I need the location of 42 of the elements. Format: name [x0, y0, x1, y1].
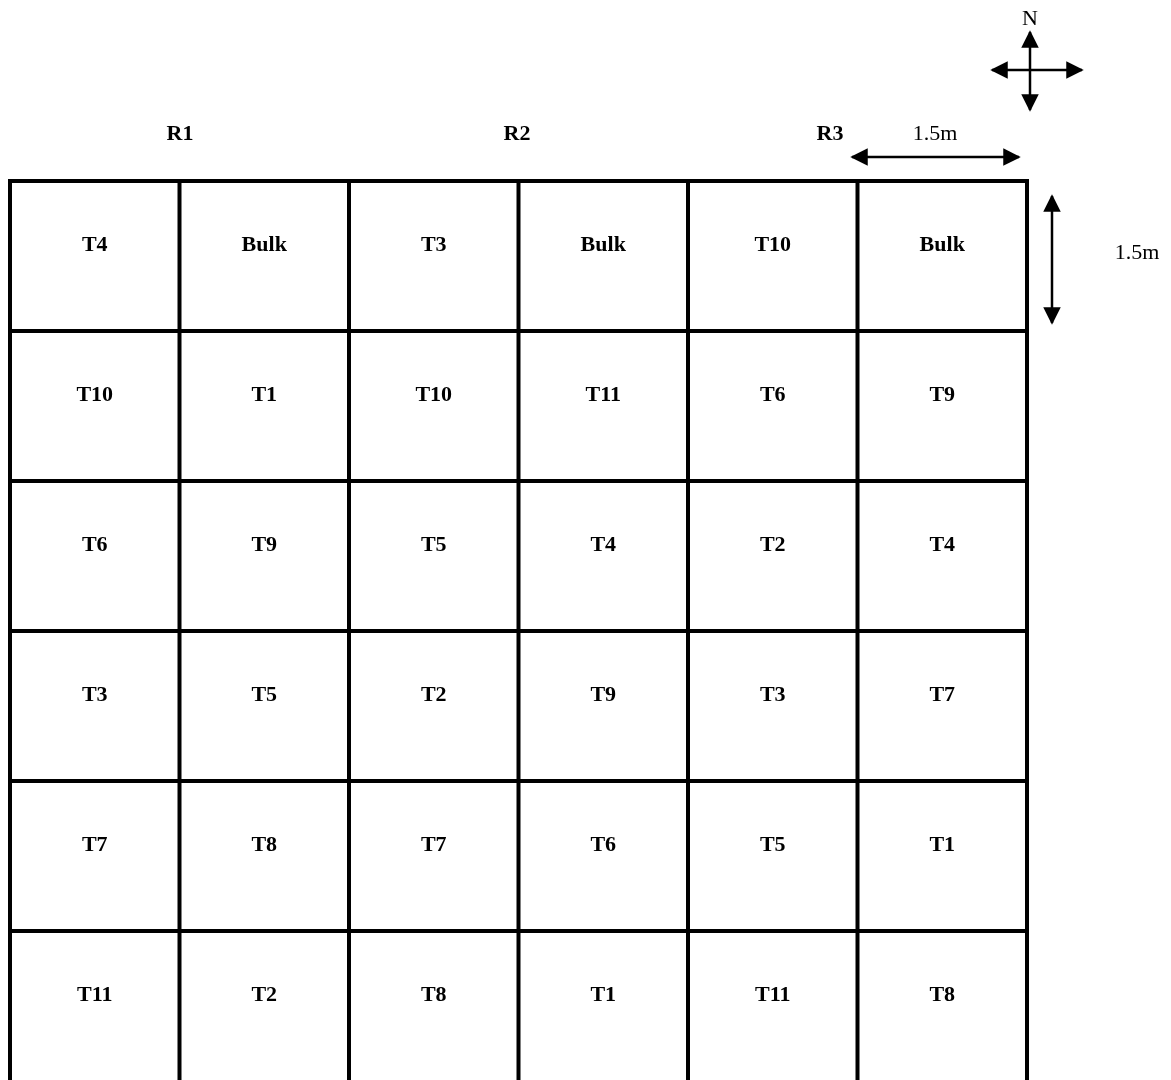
treatment-label: T5 — [420, 531, 447, 557]
treatment-label: T3 — [759, 681, 786, 707]
treatment-label: T11 — [585, 381, 621, 407]
north-label: N — [1022, 5, 1038, 31]
treatment-label: T6 — [81, 531, 108, 557]
treatment-label: T6 — [590, 831, 617, 857]
treatment-label: T6 — [759, 381, 786, 407]
treatment-label: T10 — [76, 381, 114, 407]
treatment-label: Bulk — [241, 231, 287, 257]
treatment-label: Bulk — [919, 231, 965, 257]
dimension-label: 1.5m — [912, 120, 958, 146]
treatment-label: T3 — [420, 231, 447, 257]
replication-label: R1 — [166, 120, 194, 146]
treatment-label: T10 — [754, 231, 792, 257]
treatment-label: T8 — [251, 831, 278, 857]
treatment-label: T11 — [77, 981, 113, 1007]
treatment-label: T4 — [81, 231, 108, 257]
treatment-label: T10 — [415, 381, 453, 407]
treatment-label: T4 — [590, 531, 617, 557]
treatment-label: T8 — [420, 981, 447, 1007]
treatment-label: T5 — [759, 831, 786, 857]
treatment-label: T5 — [251, 681, 278, 707]
treatment-label: T2 — [759, 531, 786, 557]
treatment-label: T7 — [81, 831, 108, 857]
treatment-label: T11 — [755, 981, 791, 1007]
treatment-label: T8 — [929, 981, 956, 1007]
treatment-label: T9 — [251, 531, 278, 557]
treatment-label: Bulk — [580, 231, 626, 257]
treatment-label: T3 — [81, 681, 108, 707]
replication-label: R3 — [816, 120, 844, 146]
treatment-label: T9 — [590, 681, 617, 707]
treatment-label: T1 — [929, 831, 956, 857]
treatment-label: T2 — [420, 681, 447, 707]
treatment-label: T7 — [929, 681, 956, 707]
treatment-label: T4 — [929, 531, 956, 557]
replication-label: R2 — [503, 120, 531, 146]
treatment-label: T1 — [590, 981, 617, 1007]
treatment-label: T9 — [929, 381, 956, 407]
treatment-label: T1 — [251, 381, 278, 407]
treatment-label: T7 — [420, 831, 447, 857]
dimension-label: 1.5m — [1114, 239, 1160, 265]
treatment-label: T2 — [251, 981, 278, 1007]
